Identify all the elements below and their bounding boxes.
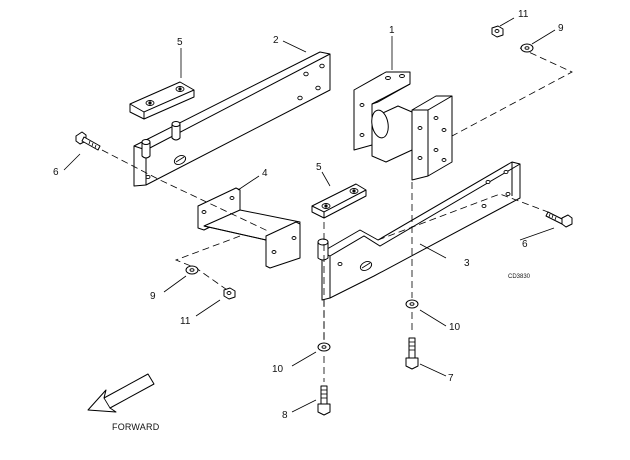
callout-11-right: 11 bbox=[518, 9, 529, 20]
part-3-right-mounting-bar bbox=[317, 161, 521, 301]
part-6-bolt-right bbox=[545, 211, 573, 228]
callout-1: 1 bbox=[389, 25, 395, 36]
part-5-clamp-plate-top bbox=[129, 81, 195, 120]
part-11-nut-left bbox=[223, 287, 236, 300]
part-10-washer-left bbox=[317, 342, 331, 352]
callout-9-right: 9 bbox=[558, 23, 564, 34]
forward-arrow-icon bbox=[87, 373, 155, 413]
callout-5-mid: 5 bbox=[316, 162, 322, 173]
part-10-washer-right bbox=[405, 299, 419, 309]
callout-6-left: 6 bbox=[53, 167, 59, 178]
part-8-bolt bbox=[317, 385, 331, 416]
part-5-clamp-plate-mid bbox=[311, 183, 367, 219]
callout-11-left: 11 bbox=[180, 316, 191, 327]
callout-8: 8 bbox=[282, 410, 288, 421]
part-2-left-mounting-bar bbox=[133, 51, 331, 187]
part-9-washer-right bbox=[520, 43, 534, 53]
callout-5-top: 5 bbox=[177, 37, 183, 48]
part-4-channel-bracket bbox=[197, 187, 301, 269]
callout-4: 4 bbox=[262, 168, 268, 179]
part-11-nut-right bbox=[491, 25, 504, 38]
part-6-bolt-left bbox=[75, 131, 101, 151]
assembly-center-lines bbox=[101, 47, 573, 382]
leader-lines bbox=[63, 17, 556, 413]
callout-10-left: 10 bbox=[272, 364, 284, 375]
callout-2: 2 bbox=[273, 35, 279, 46]
part-9-washer-left bbox=[185, 265, 199, 275]
callout-9-left: 9 bbox=[150, 291, 156, 302]
part-7-bolt bbox=[405, 337, 419, 370]
forward-label: FORWARD bbox=[112, 422, 160, 432]
callout-6-right: 6 bbox=[522, 239, 528, 250]
part-1-upright-bracket bbox=[353, 71, 453, 181]
callout-10-right: 10 bbox=[449, 322, 461, 333]
callout-3: 3 bbox=[464, 258, 470, 269]
drawing-code: CD3830 bbox=[508, 274, 531, 280]
callout-7: 7 bbox=[448, 373, 454, 384]
